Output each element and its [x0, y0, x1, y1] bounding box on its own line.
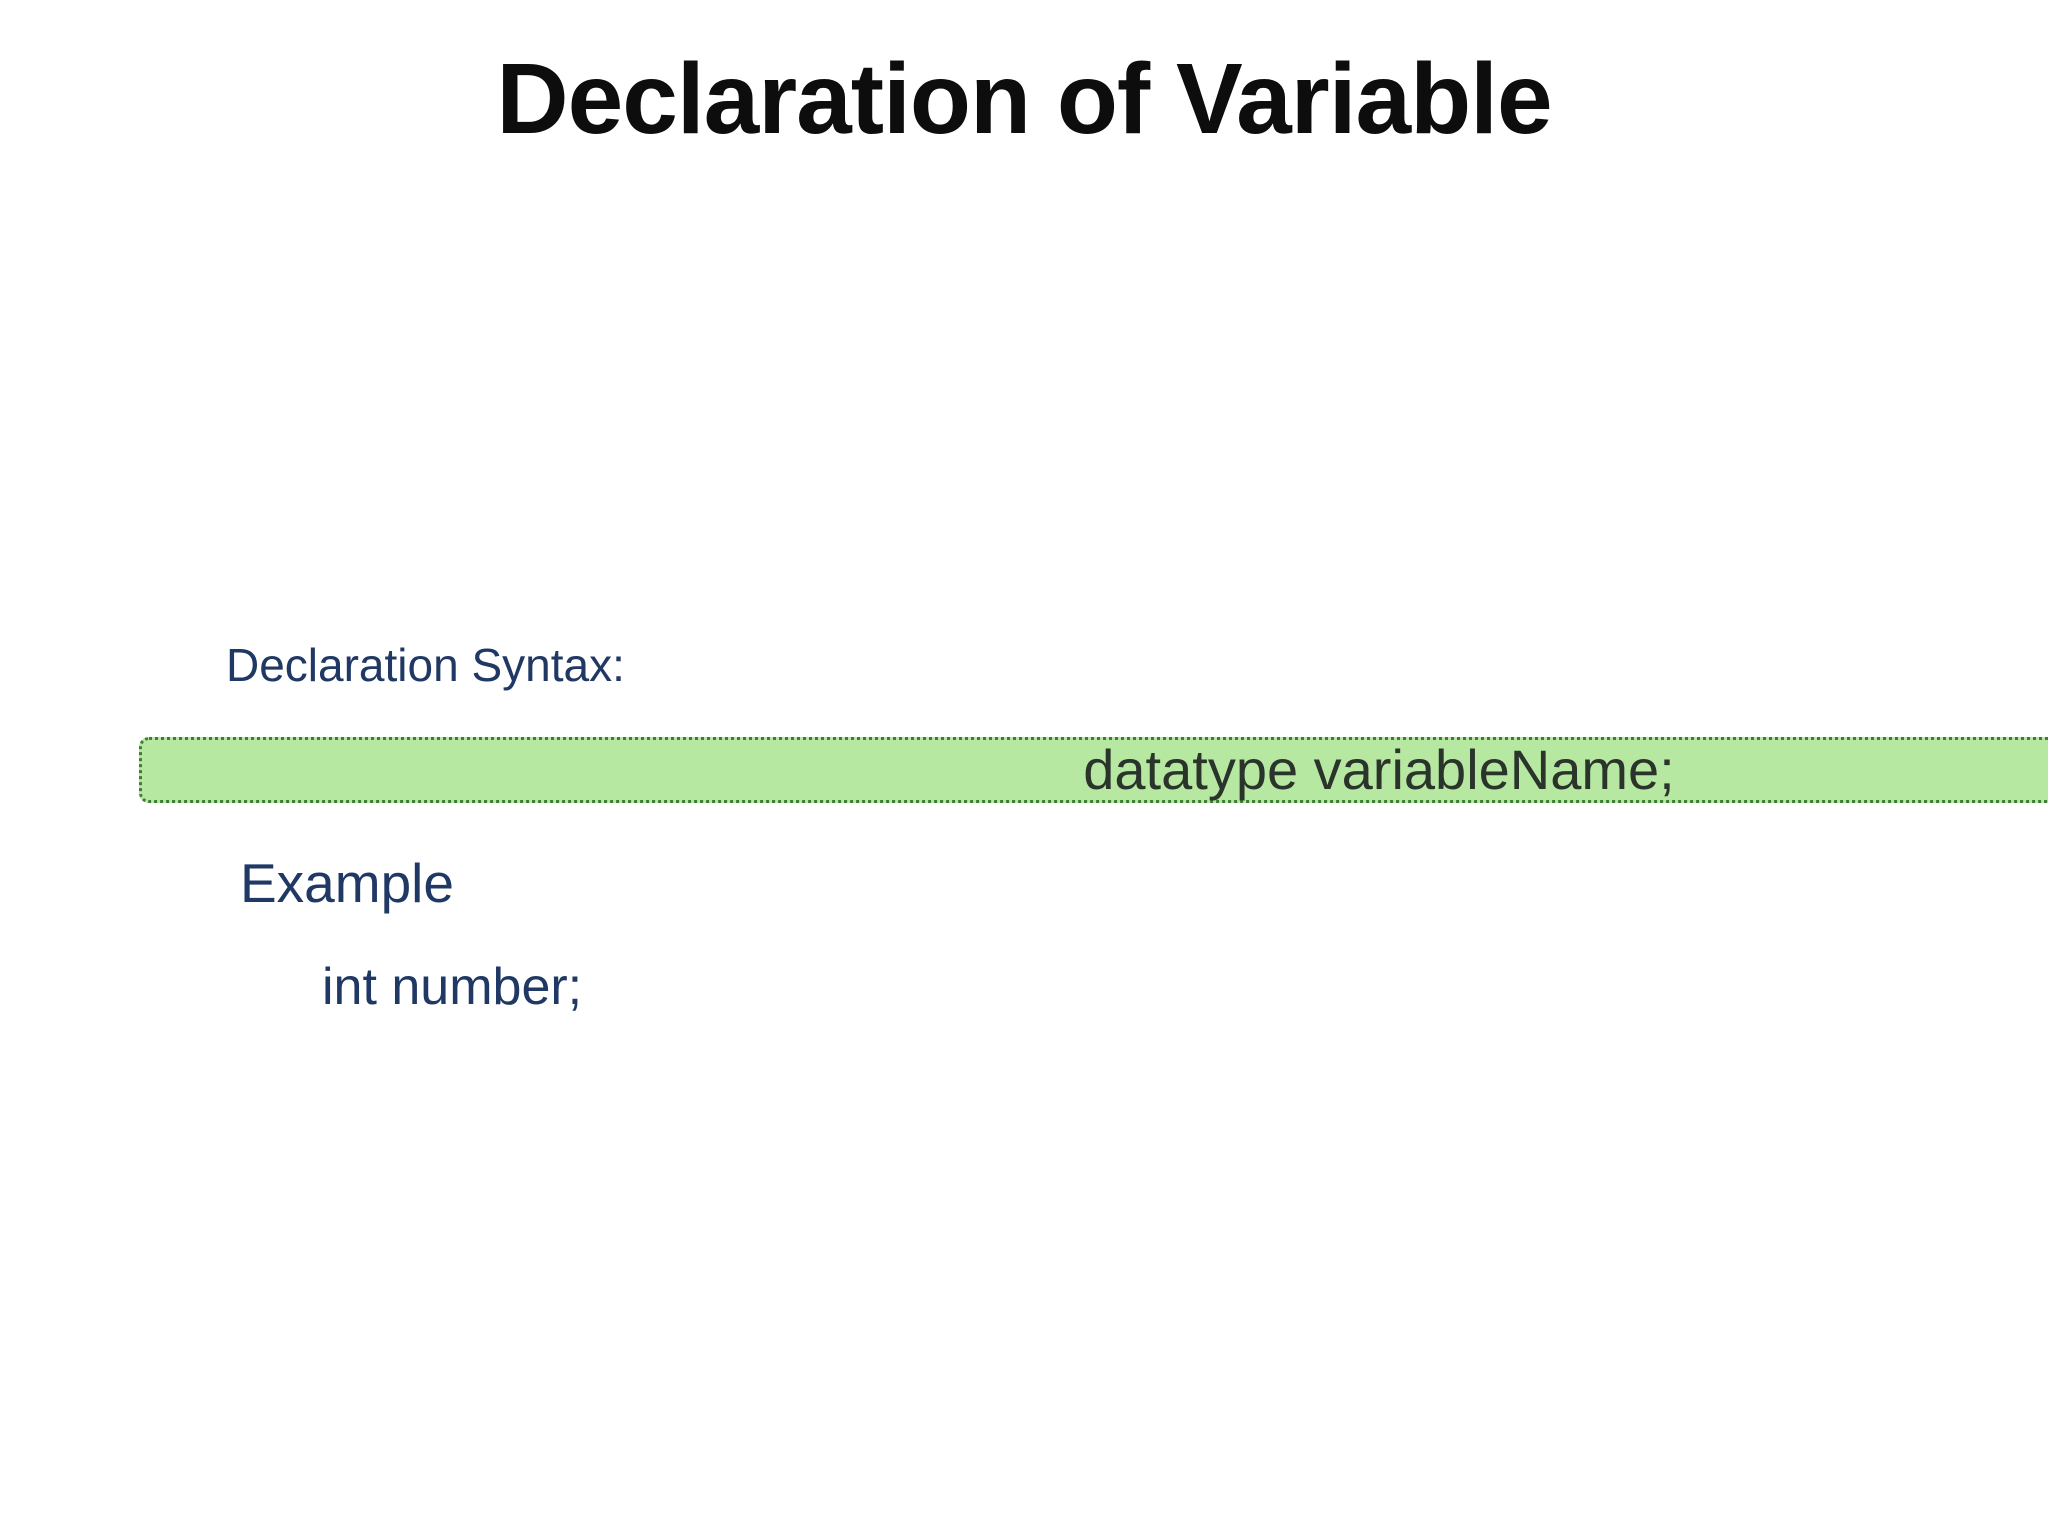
declaration-syntax-label: Declaration Syntax:	[226, 639, 625, 691]
syntax-code-text: datatype variableName;	[1083, 738, 1675, 801]
example-code-text: int number;	[322, 958, 583, 1016]
example-label: Example	[240, 852, 454, 914]
slide-title: Declaration of Variable	[496, 43, 1552, 155]
syntax-highlight-bar: datatype variableName;	[139, 737, 2048, 803]
